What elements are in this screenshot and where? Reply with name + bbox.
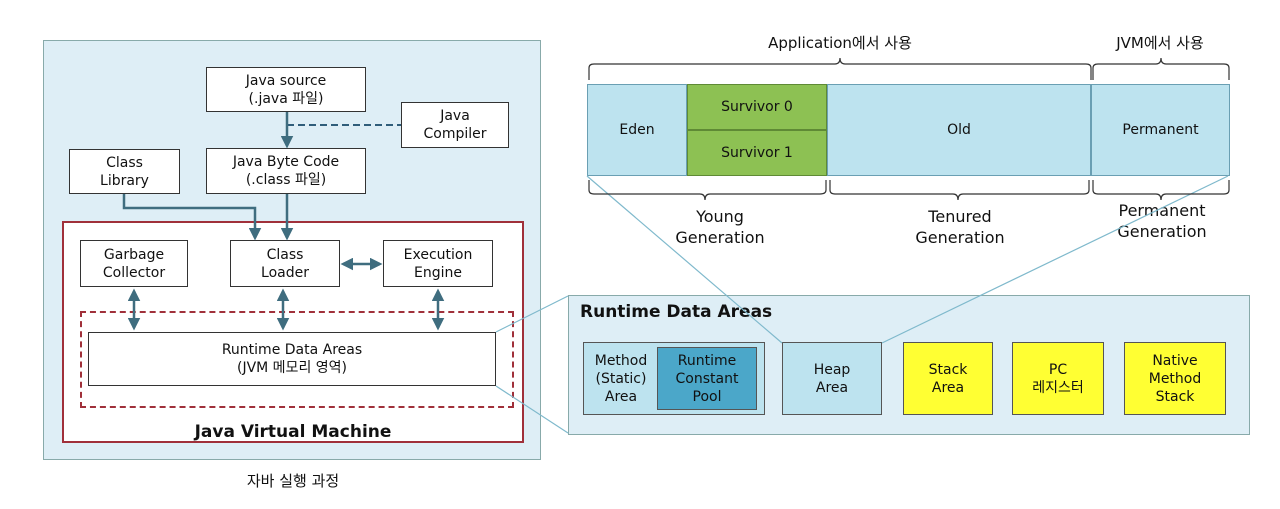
pc-line-2: 레지스터 bbox=[1032, 379, 1084, 396]
java-source-line-1: Java source bbox=[245, 72, 327, 89]
java-compiler-line-1: Java bbox=[440, 108, 470, 124]
constant-pool-box: Runtime Constant Pool bbox=[657, 347, 757, 410]
garbage-collector-line-2: Collector bbox=[102, 264, 166, 281]
heap-projection-right bbox=[881, 175, 1229, 344]
native-line-3: Stack bbox=[1155, 388, 1195, 405]
heap-projection-left bbox=[586, 175, 783, 344]
application-use-label: Application에서 사용 bbox=[768, 34, 912, 52]
pc-line-1: PC bbox=[1048, 361, 1068, 378]
runtime-data-areas-box: Runtime Data Areas (JVM 메모리 영역) bbox=[88, 332, 496, 386]
execution-caption: 자바 실행 과정 bbox=[246, 472, 340, 490]
execution-engine-line-1: Execution bbox=[403, 246, 473, 263]
method-line-2: (Static) bbox=[595, 371, 647, 387]
jvm-title: Java Virtual Machine bbox=[194, 422, 392, 442]
java-compiler-box: Java Compiler bbox=[401, 102, 509, 148]
pool-line-1: Runtime bbox=[677, 352, 737, 369]
runtime-data-areas-line-2: (JVM 메모리 영역) bbox=[236, 360, 347, 376]
survivor-1-cell: Survivor 1 bbox=[687, 130, 827, 176]
young-line-1: Young bbox=[696, 207, 744, 226]
class-loader-line-1: Class bbox=[266, 246, 304, 263]
library-to-loader-arrow bbox=[122, 194, 262, 241]
permanent-gen-line-1: Permanent bbox=[1118, 201, 1206, 220]
permanent-cell: Permanent bbox=[1091, 84, 1230, 176]
application-bracket bbox=[588, 57, 1092, 80]
garbage-collector-box: Garbage Collector bbox=[80, 240, 188, 287]
garbage-collector-line-1: Garbage bbox=[103, 246, 165, 263]
runtime-data-areas-line-1: Runtime Data Areas bbox=[221, 342, 363, 358]
permanent-generation-label: Permanent Generation bbox=[1092, 200, 1232, 242]
native-line-2: Method bbox=[1148, 370, 1202, 387]
survivor-0-cell: Survivor 0 bbox=[687, 84, 827, 130]
heap-line-2: Area bbox=[815, 379, 849, 396]
young-generation-label: Young Generation bbox=[650, 206, 790, 248]
method-area-label: Method (Static) Area bbox=[586, 346, 656, 412]
byte-code-box: Java Byte Code (.class 파일) bbox=[206, 148, 366, 194]
old-cell: Old bbox=[827, 84, 1091, 176]
tenured-generation-label: Tenured Generation bbox=[885, 206, 1035, 248]
stack-area-box: Stack Area bbox=[903, 342, 993, 415]
jvm-use-label: JVM에서 사용 bbox=[1116, 34, 1204, 52]
survivor-0-label: Survivor 0 bbox=[721, 99, 793, 115]
native-method-stack-box: Native Method Stack bbox=[1124, 342, 1226, 415]
tenured-bracket bbox=[829, 180, 1090, 201]
permanent-bracket bbox=[1092, 180, 1230, 201]
byte-code-line-2: (.class 파일) bbox=[245, 172, 327, 188]
projection-line-top bbox=[495, 295, 569, 333]
tenured-line-1: Tenured bbox=[928, 207, 992, 226]
runtime-panel-title: Runtime Data Areas bbox=[580, 302, 773, 322]
pc-register-box: PC 레지스터 bbox=[1012, 342, 1104, 415]
tenured-line-2: Generation bbox=[915, 228, 1005, 247]
native-line-1: Native bbox=[1152, 352, 1198, 369]
permanent-label: Permanent bbox=[1122, 122, 1199, 138]
execution-engine-box: Execution Engine bbox=[383, 240, 493, 287]
method-line-3: Area bbox=[604, 389, 638, 405]
eden-cell: Eden bbox=[587, 84, 687, 176]
java-source-box: Java source (.java 파일) bbox=[206, 67, 366, 112]
stack-line-2: Area bbox=[931, 379, 965, 396]
pool-line-2: Constant bbox=[675, 370, 739, 387]
eden-label: Eden bbox=[619, 122, 655, 138]
execution-engine-line-2: Engine bbox=[414, 264, 462, 281]
permanent-gen-line-2: Generation bbox=[1117, 222, 1207, 241]
class-loader-box: Class Loader bbox=[230, 240, 340, 287]
heap-line-1: Heap bbox=[813, 361, 851, 378]
java-compiler-line-2: Compiler bbox=[423, 126, 487, 142]
class-library-line-1: Class bbox=[106, 154, 143, 171]
java-source-line-2: (.java 파일) bbox=[248, 90, 324, 107]
class-library-box: Class Library bbox=[69, 149, 180, 194]
old-label: Old bbox=[947, 122, 971, 138]
heap-area-box: Heap Area bbox=[782, 342, 882, 415]
projection-line-bottom bbox=[495, 385, 569, 434]
method-line-1: Method bbox=[594, 353, 648, 369]
byte-code-line-1: Java Byte Code bbox=[232, 154, 340, 170]
pool-line-3: Pool bbox=[692, 388, 722, 405]
class-loader-line-2: Loader bbox=[261, 264, 309, 281]
stack-line-1: Stack bbox=[928, 361, 968, 378]
jvm-bracket bbox=[1092, 57, 1230, 80]
young-line-2: Generation bbox=[675, 228, 765, 247]
class-library-line-2: Library bbox=[100, 172, 149, 189]
runtime-dashed-region bbox=[80, 311, 514, 408]
young-bracket bbox=[588, 180, 827, 201]
survivor-1-label: Survivor 1 bbox=[721, 145, 793, 161]
